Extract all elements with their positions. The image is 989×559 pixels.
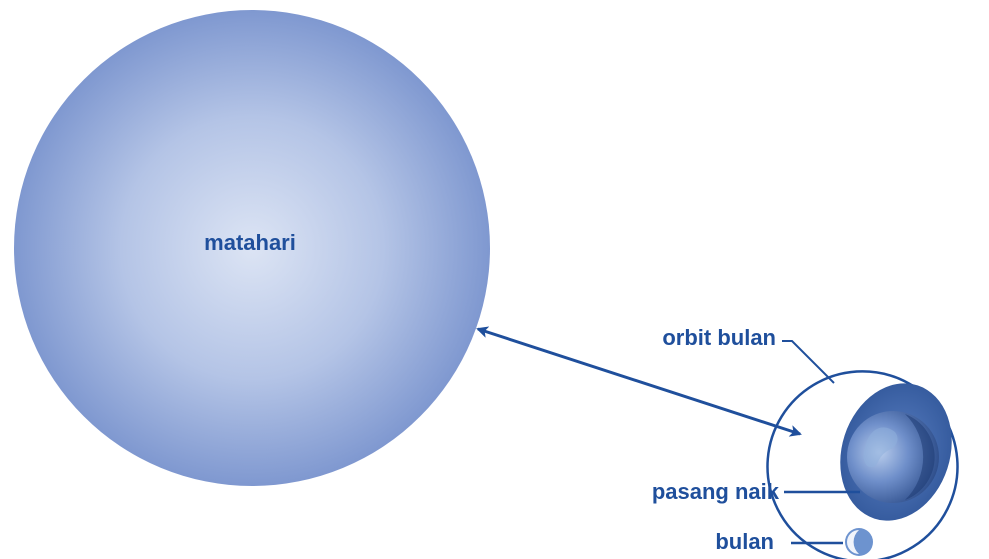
earth-continents bbox=[863, 427, 898, 468]
moon-orbit-leader-line bbox=[782, 340, 835, 384]
distance-arrow bbox=[476, 326, 802, 437]
moon-orbit-circle bbox=[766, 370, 959, 559]
earth-night-side bbox=[905, 414, 935, 500]
moon-crescent bbox=[845, 528, 873, 556]
high-tide-label: pasang naik bbox=[652, 479, 780, 504]
moon-label: bulan bbox=[715, 529, 774, 554]
earth-globe bbox=[840, 383, 952, 521]
sun-label: matahari bbox=[204, 230, 296, 255]
earth-sphere bbox=[847, 411, 939, 503]
moon-orbit-label: orbit bulan bbox=[662, 325, 776, 350]
sun-sphere bbox=[14, 10, 490, 486]
